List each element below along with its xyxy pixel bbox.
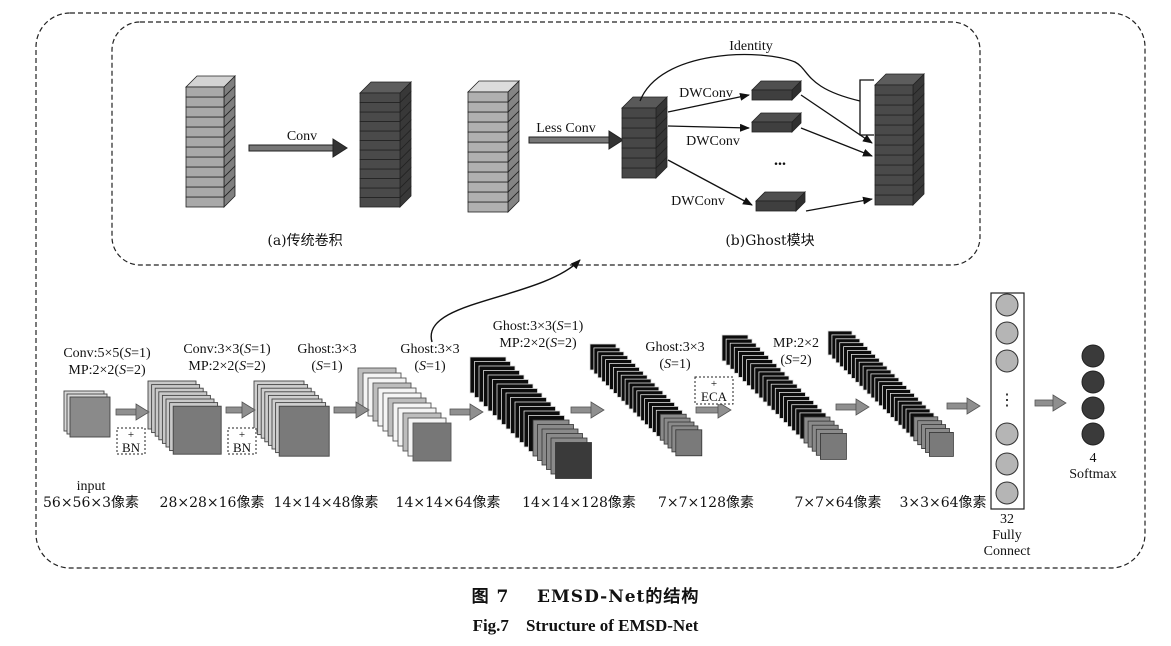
svg-text:BN: BN xyxy=(233,440,252,455)
stage1-op-line1: Conv:5×5(S=1) xyxy=(63,346,151,361)
eca-badge: + ECA xyxy=(694,376,734,405)
identity-bracket xyxy=(859,79,874,136)
stage6-op-line1: Ghost:3×3 xyxy=(645,340,704,355)
size-label-8: 3×3×64像素 xyxy=(899,495,986,511)
feature-stack-light xyxy=(185,75,236,208)
dwconv-label-3: DWConv xyxy=(671,194,725,209)
panel-b-caption: (b)Ghost模块 xyxy=(725,233,814,249)
stage-2-maps xyxy=(147,380,222,455)
ghost-output-stack xyxy=(874,73,925,206)
input-label: input xyxy=(77,479,106,494)
bn-badge-2: + BN xyxy=(227,427,257,455)
dwconv-block-1 xyxy=(751,80,802,101)
stage5-op-line1: Ghost:3×3(S=1) xyxy=(493,319,584,334)
size-label-4: 14×14×64像素 xyxy=(396,495,501,511)
stage-5-maps xyxy=(469,356,592,479)
fully-connect-nodes xyxy=(995,293,1019,505)
stage7-op-line2: (S=2) xyxy=(780,353,812,368)
stage-4-maps xyxy=(357,367,452,462)
dwconv-label-2: DWConv xyxy=(686,134,740,149)
less-conv-arrow xyxy=(528,130,624,150)
fc-label-line1: Fully xyxy=(992,528,1022,543)
caption-cn: 图 7 EMSD-Net的结构 xyxy=(0,582,1171,607)
ghost-detail-connector xyxy=(430,259,581,343)
caption-en-fig: Fig.7 xyxy=(472,616,509,635)
conv-label: Conv xyxy=(287,129,317,144)
stage3-op-line1: Ghost:3×3 xyxy=(297,342,356,357)
svg-text:+: + xyxy=(128,429,134,441)
stage-1-maps xyxy=(63,390,111,438)
bn-badge-1: + BN xyxy=(116,427,146,455)
caption-cn-title: EMSD-Net的结构 xyxy=(537,587,700,607)
stage-8-maps xyxy=(827,330,954,457)
stage4-op-line1: Ghost:3×3 xyxy=(400,342,459,357)
softmax-count: 4 xyxy=(1090,451,1097,466)
pipeline xyxy=(63,330,1067,479)
ghost-module-frame xyxy=(111,21,981,266)
fc-ellipsis: ⋮ xyxy=(999,392,1015,409)
caption-en-title: Structure of EMSD-Net xyxy=(525,616,699,635)
identity-label: Identity xyxy=(729,39,773,54)
less-conv-label: Less Conv xyxy=(536,121,596,136)
outer-frame xyxy=(35,12,1146,569)
size-label-5: 14×14×128像素 xyxy=(522,495,636,511)
ghost-input-stack xyxy=(467,80,520,213)
caption-cn-fig: 图 7 xyxy=(471,587,510,607)
stage-7-maps xyxy=(721,334,847,460)
fc-count: 32 xyxy=(1000,512,1014,527)
dwconv-arrows xyxy=(667,92,873,212)
dwconv-label-1: DWConv xyxy=(679,86,733,101)
size-label-1: 56×56×3像素 xyxy=(43,495,139,511)
stage5-op-line2: MP:2×2(S=2) xyxy=(499,336,577,351)
pipeline-arrows xyxy=(115,394,1067,421)
feature-stack-dark xyxy=(359,81,412,208)
intrinsic-feature-stack xyxy=(621,96,668,179)
dwconv-ellipsis: ... xyxy=(774,152,786,169)
svg-text:+: + xyxy=(711,378,717,390)
caption-en: Fig.7 Structure of EMSD-Net xyxy=(0,616,1171,636)
svg-text:BN: BN xyxy=(122,440,141,455)
stage1-op-line2: MP:2×2(S=2) xyxy=(68,363,146,378)
conv-arrow xyxy=(248,138,348,158)
stage-6-maps xyxy=(589,343,703,457)
stage7-op-line1: MP:2×2 xyxy=(773,336,819,351)
softmax-nodes xyxy=(1081,344,1105,446)
size-label-3: 14×14×48像素 xyxy=(274,495,379,511)
stage2-op-line2: MP:2×2(S=2) xyxy=(188,359,266,374)
stage-3-maps xyxy=(253,380,330,457)
svg-text:+: + xyxy=(239,429,245,441)
svg-text:ECA: ECA xyxy=(701,389,728,404)
softmax-label: Softmax xyxy=(1069,467,1116,482)
stage4-op-line2: (S=1) xyxy=(414,359,446,374)
fc-label-line2: Connect xyxy=(984,544,1031,559)
size-label-7: 7×7×64像素 xyxy=(794,495,881,511)
stage3-op-line2: (S=1) xyxy=(311,359,343,374)
identity-path xyxy=(639,53,861,102)
stage2-op-line1: Conv:3×3(S=1) xyxy=(183,342,271,357)
size-label-6: 7×7×128像素 xyxy=(658,495,754,511)
dwconv-block-2 xyxy=(751,112,802,133)
size-label-2: 28×28×16像素 xyxy=(160,495,265,511)
stage6-op-line2: (S=1) xyxy=(659,357,691,372)
dwconv-block-3 xyxy=(755,191,806,212)
panel-a-caption: (a)传统卷积 xyxy=(267,233,342,249)
